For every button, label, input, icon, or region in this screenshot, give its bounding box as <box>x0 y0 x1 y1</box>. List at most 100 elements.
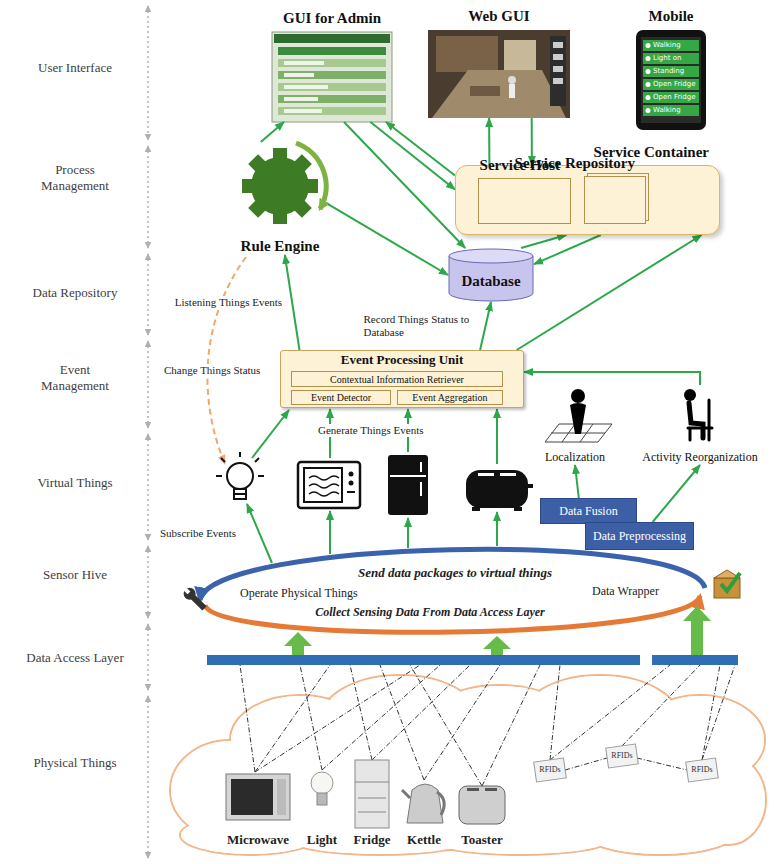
module-box: Contextual Information Retriever <box>291 371 503 387</box>
flow-arrow <box>653 465 700 522</box>
toaster-appliance <box>459 786 505 824</box>
layer-label: Virtual Things <box>20 475 130 491</box>
gear-icon <box>304 179 318 193</box>
wrench-icon <box>180 584 208 612</box>
ring-end-label: Data Wrapper <box>592 584 659 598</box>
microwave-icon <box>298 462 360 508</box>
collect-arrow <box>483 636 511 649</box>
web-gui-screenshot <box>428 30 570 118</box>
microwave-icon <box>309 476 339 496</box>
toaster-appliance <box>467 788 479 791</box>
fridge-appliance <box>358 812 386 813</box>
admin-gui-screenshot <box>272 32 392 122</box>
sensor-link <box>255 665 330 772</box>
mobile-activity: Walking <box>653 40 681 51</box>
microwave-appliance <box>226 774 290 820</box>
sensor-link <box>550 665 670 760</box>
toaster-appliance <box>459 786 505 824</box>
web-gui-screenshot <box>553 78 563 84</box>
fridge-appliance <box>355 782 389 783</box>
icon-label: Activity Reorganization <box>642 450 757 465</box>
admin-gui-screenshot <box>284 61 324 65</box>
mobile-phone <box>641 37 701 123</box>
localization-icon <box>571 389 585 403</box>
mobile-phone <box>646 95 651 100</box>
toaster-appliance <box>485 788 497 791</box>
light-appliance <box>311 772 333 794</box>
microwave-appliance <box>226 774 290 820</box>
collect-arrow <box>491 648 503 655</box>
rfid-card <box>534 758 566 782</box>
toaster-icon <box>514 507 522 511</box>
event-arrow <box>247 409 497 563</box>
flow-arrow <box>344 122 465 248</box>
ring-arrows <box>200 549 705 600</box>
sensor-link <box>240 665 735 786</box>
web-gui-screenshot <box>553 66 563 72</box>
sensor-link <box>350 665 372 760</box>
layer-label: User Interface <box>20 60 130 76</box>
appliance-label: Toaster <box>461 832 502 848</box>
flow-arrow <box>480 302 491 350</box>
gear-icon <box>248 198 268 218</box>
admin-gui-screenshot <box>284 97 318 101</box>
bulb-icon <box>227 463 253 489</box>
microwave-icon <box>298 462 360 508</box>
bulb-icon <box>258 475 264 477</box>
data-access-bar <box>652 655 738 665</box>
appliance-label: Fridge <box>354 832 391 848</box>
collect-arrow <box>284 632 312 646</box>
sensor-link <box>637 758 687 770</box>
mobile-phone <box>646 69 651 74</box>
layer-label: Process Management <box>30 162 120 193</box>
microwave-icon <box>347 491 355 493</box>
panel-heading: Mobile <box>649 8 694 25</box>
panel-heading: GUI for Admin <box>283 10 381 27</box>
toaster-icon <box>500 473 516 476</box>
localization-icon <box>545 389 612 442</box>
fridge-appliance <box>358 798 386 799</box>
mobile-phone <box>643 105 699 116</box>
flow-arrow <box>517 235 702 350</box>
ring-label: Send data packages to virtual things <box>358 565 552 581</box>
ring-label: Collect Sensing Data From Data Access La… <box>315 605 545 619</box>
data-access-bar <box>207 655 738 665</box>
web-gui-screenshot <box>553 42 563 48</box>
gear-icon <box>292 154 312 174</box>
mobile-activity: Open Fridge <box>653 79 695 90</box>
fridge-icon <box>390 475 426 477</box>
gear-icon <box>273 210 287 224</box>
microwave-appliance <box>277 779 286 815</box>
arrow-annotation: Change Things Status <box>162 364 262 377</box>
edge-label: Listening Things Events <box>173 296 284 309</box>
appliance-label: Light <box>307 832 337 848</box>
fridge-icon <box>420 482 422 496</box>
layer-label: Data Repository <box>20 285 130 301</box>
event-arrow <box>407 518 409 548</box>
screenshot-panel: Web GUI <box>428 30 570 118</box>
layer-divider <box>147 624 149 690</box>
wrench-icon <box>181 585 198 602</box>
rfid-label: RFIDs <box>539 765 560 775</box>
mobile-activity: Standing <box>653 66 684 77</box>
sensor-link <box>482 665 540 786</box>
fridge-appliance <box>355 760 389 828</box>
bulb-icon <box>234 489 246 499</box>
rfid-card <box>534 744 718 782</box>
bulb-icon <box>239 452 241 457</box>
web-gui-screenshot <box>553 54 563 60</box>
ring-arrows <box>205 596 700 632</box>
light-appliance <box>317 793 327 805</box>
web-gui-screenshot <box>504 40 536 70</box>
mobile-phone <box>643 92 699 103</box>
change-status-arrow <box>207 257 246 464</box>
microwave-appliance <box>231 779 273 815</box>
localization-icon <box>570 403 586 434</box>
web-gui-screenshot <box>550 36 566 106</box>
mobile-phone <box>646 108 651 113</box>
sensor-link <box>372 665 470 760</box>
cloud-fill <box>171 676 765 854</box>
mobile-phone <box>646 43 651 48</box>
event-arrow <box>496 512 498 546</box>
